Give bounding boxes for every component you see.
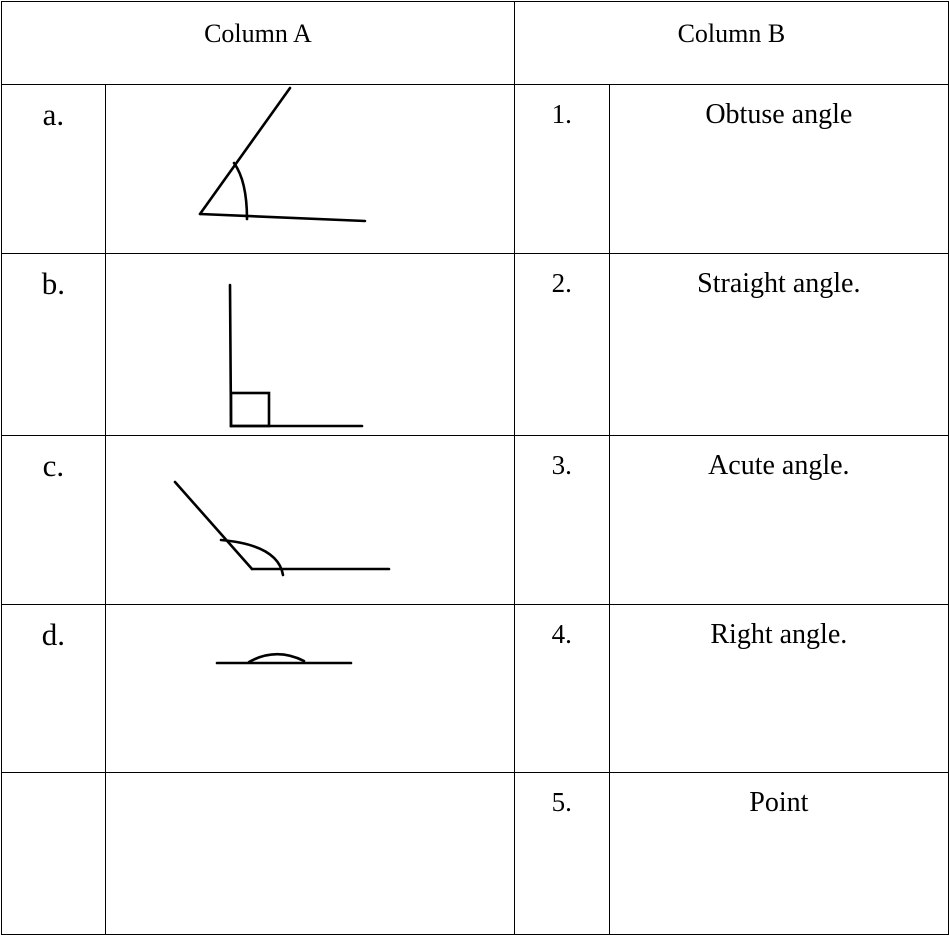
table-row: b. 2. Straight angle. <box>1 253 949 436</box>
angle-arc <box>247 652 306 664</box>
term-number: 5. <box>513 772 610 935</box>
empty-letter-cell <box>1 772 106 935</box>
angle-arm-base <box>198 212 367 223</box>
table-row: d. 4. Right angle. <box>1 604 949 773</box>
straight-angle-figure <box>215 652 353 665</box>
empty-figure-cell <box>104 772 515 935</box>
angle-arc <box>219 538 285 577</box>
item-letter: b. <box>1 253 106 436</box>
angle-arm-upper <box>198 86 292 216</box>
obtuse-angle-figure <box>173 480 391 577</box>
term-label: Right angle. <box>608 604 949 773</box>
header-row: Column A Column B <box>1 1 949 85</box>
right-angle-mark <box>229 391 271 428</box>
table-row: a. 1. Obtuse angle <box>1 84 949 254</box>
term-number: 4. <box>513 604 610 773</box>
term-number: 2. <box>513 253 610 436</box>
term-label: Straight angle. <box>608 253 949 436</box>
table-row: 5. Point <box>1 772 949 935</box>
term-number: 1. <box>513 84 610 254</box>
angle-arc <box>232 161 249 221</box>
item-letter: a. <box>1 84 106 254</box>
term-label: Point <box>608 772 949 935</box>
figure-cell <box>104 604 515 773</box>
column-a-header: Column A <box>1 1 515 85</box>
term-label: Obtuse angle <box>608 84 949 254</box>
item-letter: d. <box>1 604 106 773</box>
term-label: Acute angle. <box>608 435 949 605</box>
term-number: 3. <box>513 435 610 605</box>
figure-cell <box>104 84 515 254</box>
table-row: c. 3. Acute angle. <box>1 435 949 605</box>
figure-cell <box>104 253 515 436</box>
angle-arm-slanted <box>173 480 254 571</box>
figure-cell <box>104 435 515 605</box>
acute-angle-figure <box>198 86 367 223</box>
right-angle-figure <box>228 283 364 428</box>
item-letter: c. <box>1 435 106 605</box>
column-b-header: Column B <box>513 1 949 85</box>
